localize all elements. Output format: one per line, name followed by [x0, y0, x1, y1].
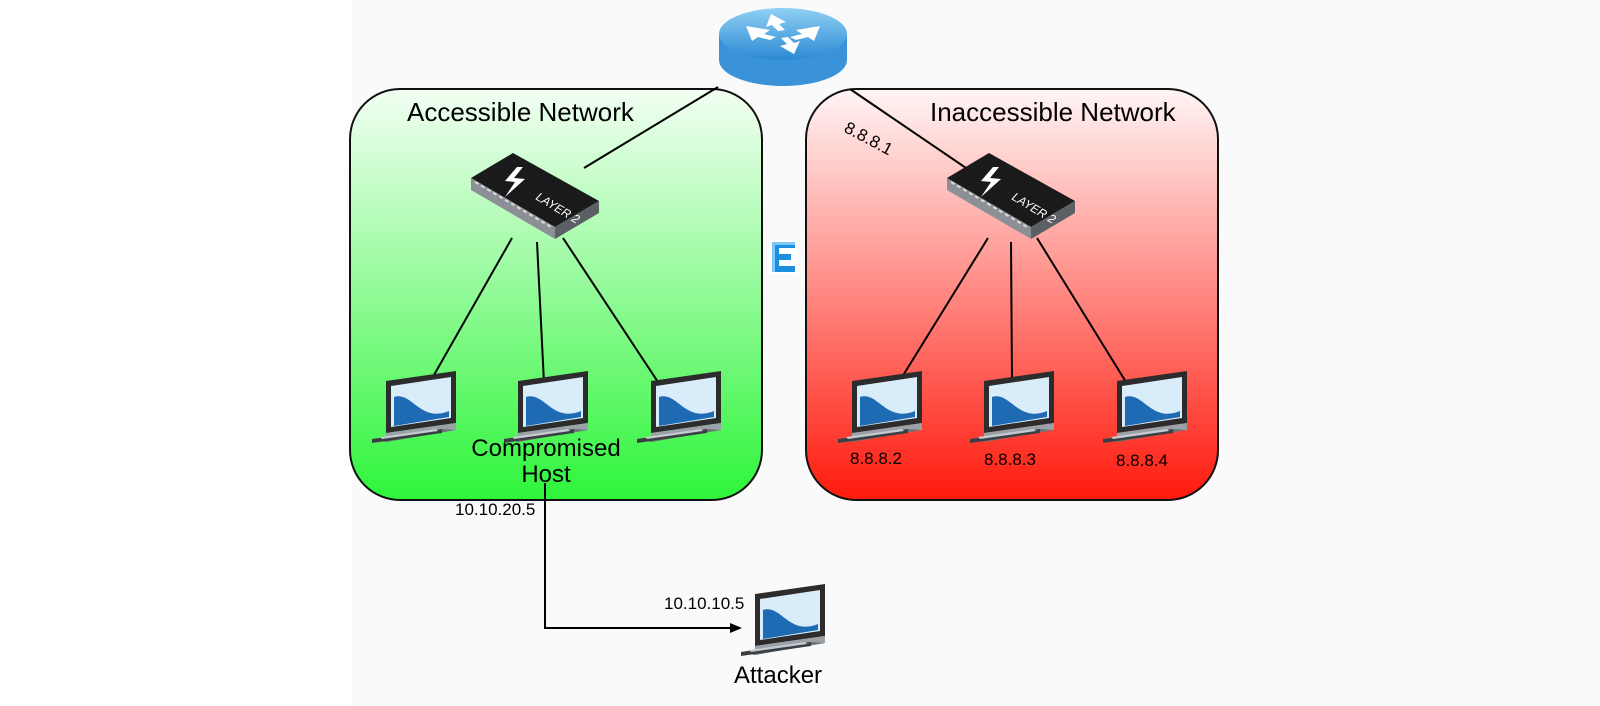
attacker-label: Attacker	[734, 662, 823, 689]
host-ip-label: 8.8.8.4	[1116, 451, 1168, 470]
compromised-host-label-line1: Compromised	[471, 435, 621, 462]
attacker-laptop-icon	[741, 584, 825, 656]
switch-to-host-link	[1010, 241, 1013, 383]
switch-to-host-link	[898, 237, 989, 383]
switch-to-host-link	[429, 237, 513, 383]
host-ip-label: 8.8.8.2	[850, 449, 902, 468]
router-to-switch-link	[849, 88, 967, 169]
attack-path-arrow	[544, 483, 742, 633]
inaccessible-network-title: Inaccessible Network	[930, 97, 1176, 127]
blue-bracket-icon	[769, 240, 797, 274]
accessible-network-title: Accessible Network	[407, 97, 634, 127]
router-icon	[719, 8, 847, 86]
compromised-host-ip: 10.10.20.5	[455, 500, 536, 519]
attacker-ip-label: 10.10.10.5	[664, 594, 745, 613]
host-ip-label: 8.8.8.3	[984, 450, 1036, 469]
switch-to-host-link	[562, 237, 659, 383]
router-to-switch-link	[583, 86, 719, 169]
switch-to-host-link	[536, 241, 545, 384]
compromised-host-label-line2: Host	[521, 461, 571, 489]
switch-to-host-link	[1036, 237, 1127, 383]
compromised-host-label: Compromised Host	[460, 435, 632, 489]
